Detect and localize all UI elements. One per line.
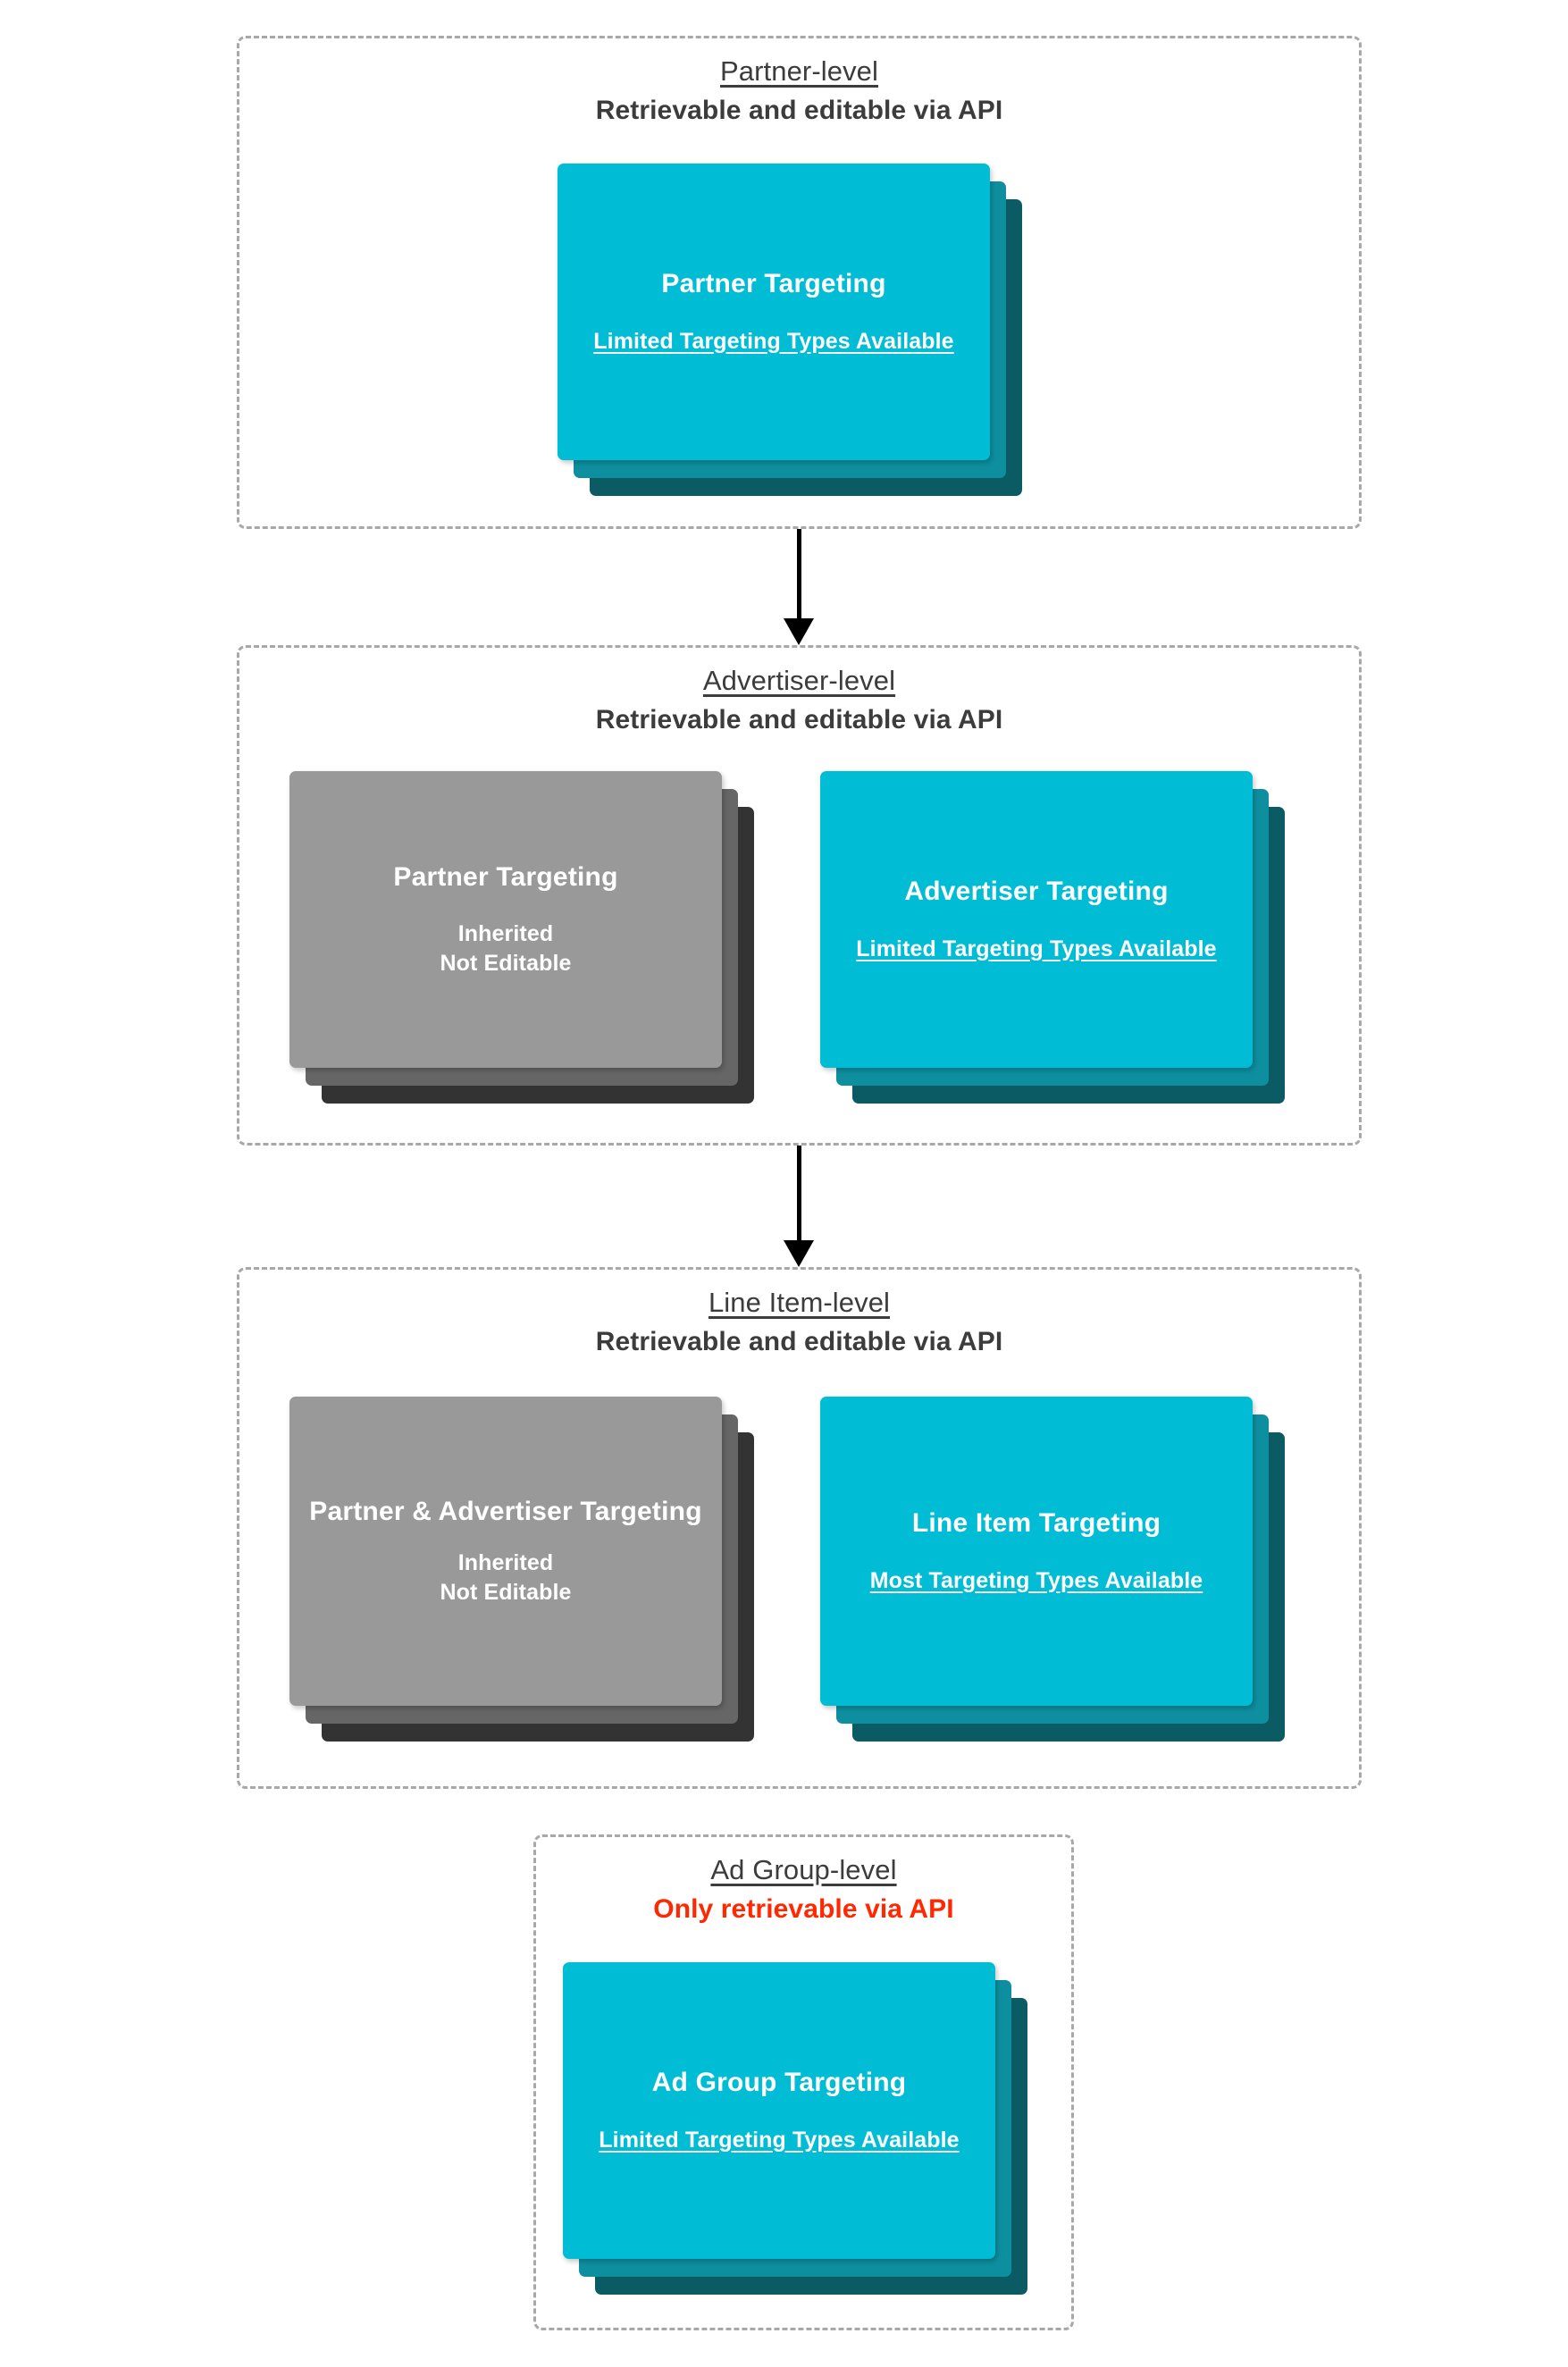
- level-title-partner: Partner-level: [719, 55, 879, 87]
- level-container-advertiser: Advertiser-level Retrievable and editabl…: [237, 645, 1362, 1146]
- connector-advertiser-to-line-item: [772, 1146, 826, 1267]
- card-partner-targeting[interactable]: Partner Targeting Limited Targeting Type…: [558, 164, 990, 460]
- level-heading-advertiser: Advertiser-level Retrievable and editabl…: [239, 664, 1359, 736]
- level-title-ad-group: Ad Group-level: [710, 1854, 897, 1885]
- arrow-shaft: [796, 1146, 801, 1242]
- arrow-head-icon: [784, 1240, 814, 1267]
- level-container-partner: Partner-level Retrievable and editable v…: [237, 36, 1362, 529]
- card-line-item-targeting[interactable]: Line Item Targeting Most Targeting Types…: [820, 1397, 1253, 1706]
- card-inherited-partner-advertiser-targeting[interactable]: Partner & Advertiser Targeting Inherited…: [289, 1397, 722, 1706]
- card-subtitle: Inherited Not Editable: [440, 921, 572, 977]
- level-title-advertiser: Advertiser-level: [702, 665, 896, 696]
- level-heading-line-item: Line Item-level Retrievable and editable…: [239, 1286, 1359, 1358]
- card-title: Advertiser Targeting: [904, 877, 1169, 907]
- level-subtitle-partner: Retrievable and editable via API: [595, 95, 1003, 125]
- connector-partner-to-advertiser: [772, 529, 826, 645]
- card-title: Ad Group Targeting: [651, 2068, 907, 2098]
- level-container-line-item: Line Item-level Retrievable and editable…: [237, 1267, 1362, 1789]
- card-subtitle: Limited Targeting Types Available: [599, 2127, 960, 2153]
- card-subtitle: Inherited Not Editable: [440, 1550, 572, 1606]
- level-heading-partner: Partner-level Retrievable and editable v…: [239, 55, 1359, 127]
- card-advertiser-targeting[interactable]: Advertiser Targeting Limited Targeting T…: [820, 771, 1253, 1068]
- arrow-shaft: [796, 529, 801, 620]
- card-subtitle: Limited Targeting Types Available: [593, 328, 954, 354]
- card-title: Partner & Advertiser Targeting: [309, 1496, 702, 1526]
- card-stack-partner-targeting: Partner Targeting Limited Targeting Type…: [558, 164, 1022, 496]
- card-stack-inherited-partner-advertiser: Partner & Advertiser Targeting Inherited…: [289, 1397, 763, 1750]
- card-stack-advertiser-targeting: Advertiser Targeting Limited Targeting T…: [820, 771, 1294, 1111]
- level-heading-ad-group: Ad Group-level Only retrievable via API: [536, 1853, 1071, 1926]
- level-container-ad-group: Ad Group-level Only retrievable via API …: [533, 1834, 1074, 2330]
- card-subtitle: Limited Targeting Types Available: [856, 936, 1217, 961]
- level-subtitle-ad-group: Only retrievable via API: [653, 1893, 954, 1924]
- card-inherited-partner-targeting[interactable]: Partner Targeting Inherited Not Editable: [289, 771, 722, 1068]
- card-title: Partner Targeting: [661, 269, 886, 299]
- level-subtitle-advertiser: Retrievable and editable via API: [595, 704, 1003, 734]
- level-title-line-item: Line Item-level: [708, 1287, 891, 1318]
- arrow-head-icon: [784, 618, 814, 645]
- card-title: Line Item Targeting: [911, 1508, 1161, 1539]
- card-stack-inherited-partner: Partner Targeting Inherited Not Editable: [289, 771, 763, 1111]
- card-ad-group-targeting[interactable]: Ad Group Targeting Limited Targeting Typ…: [563, 1962, 995, 2259]
- level-subtitle-line-item: Retrievable and editable via API: [595, 1326, 1003, 1356]
- card-subtitle: Most Targeting Types Available: [869, 1567, 1203, 1593]
- card-stack-line-item-targeting: Line Item Targeting Most Targeting Types…: [820, 1397, 1294, 1750]
- card-stack-ad-group-targeting: Ad Group Targeting Limited Targeting Typ…: [563, 1962, 1036, 2295]
- card-title: Partner Targeting: [393, 861, 618, 892]
